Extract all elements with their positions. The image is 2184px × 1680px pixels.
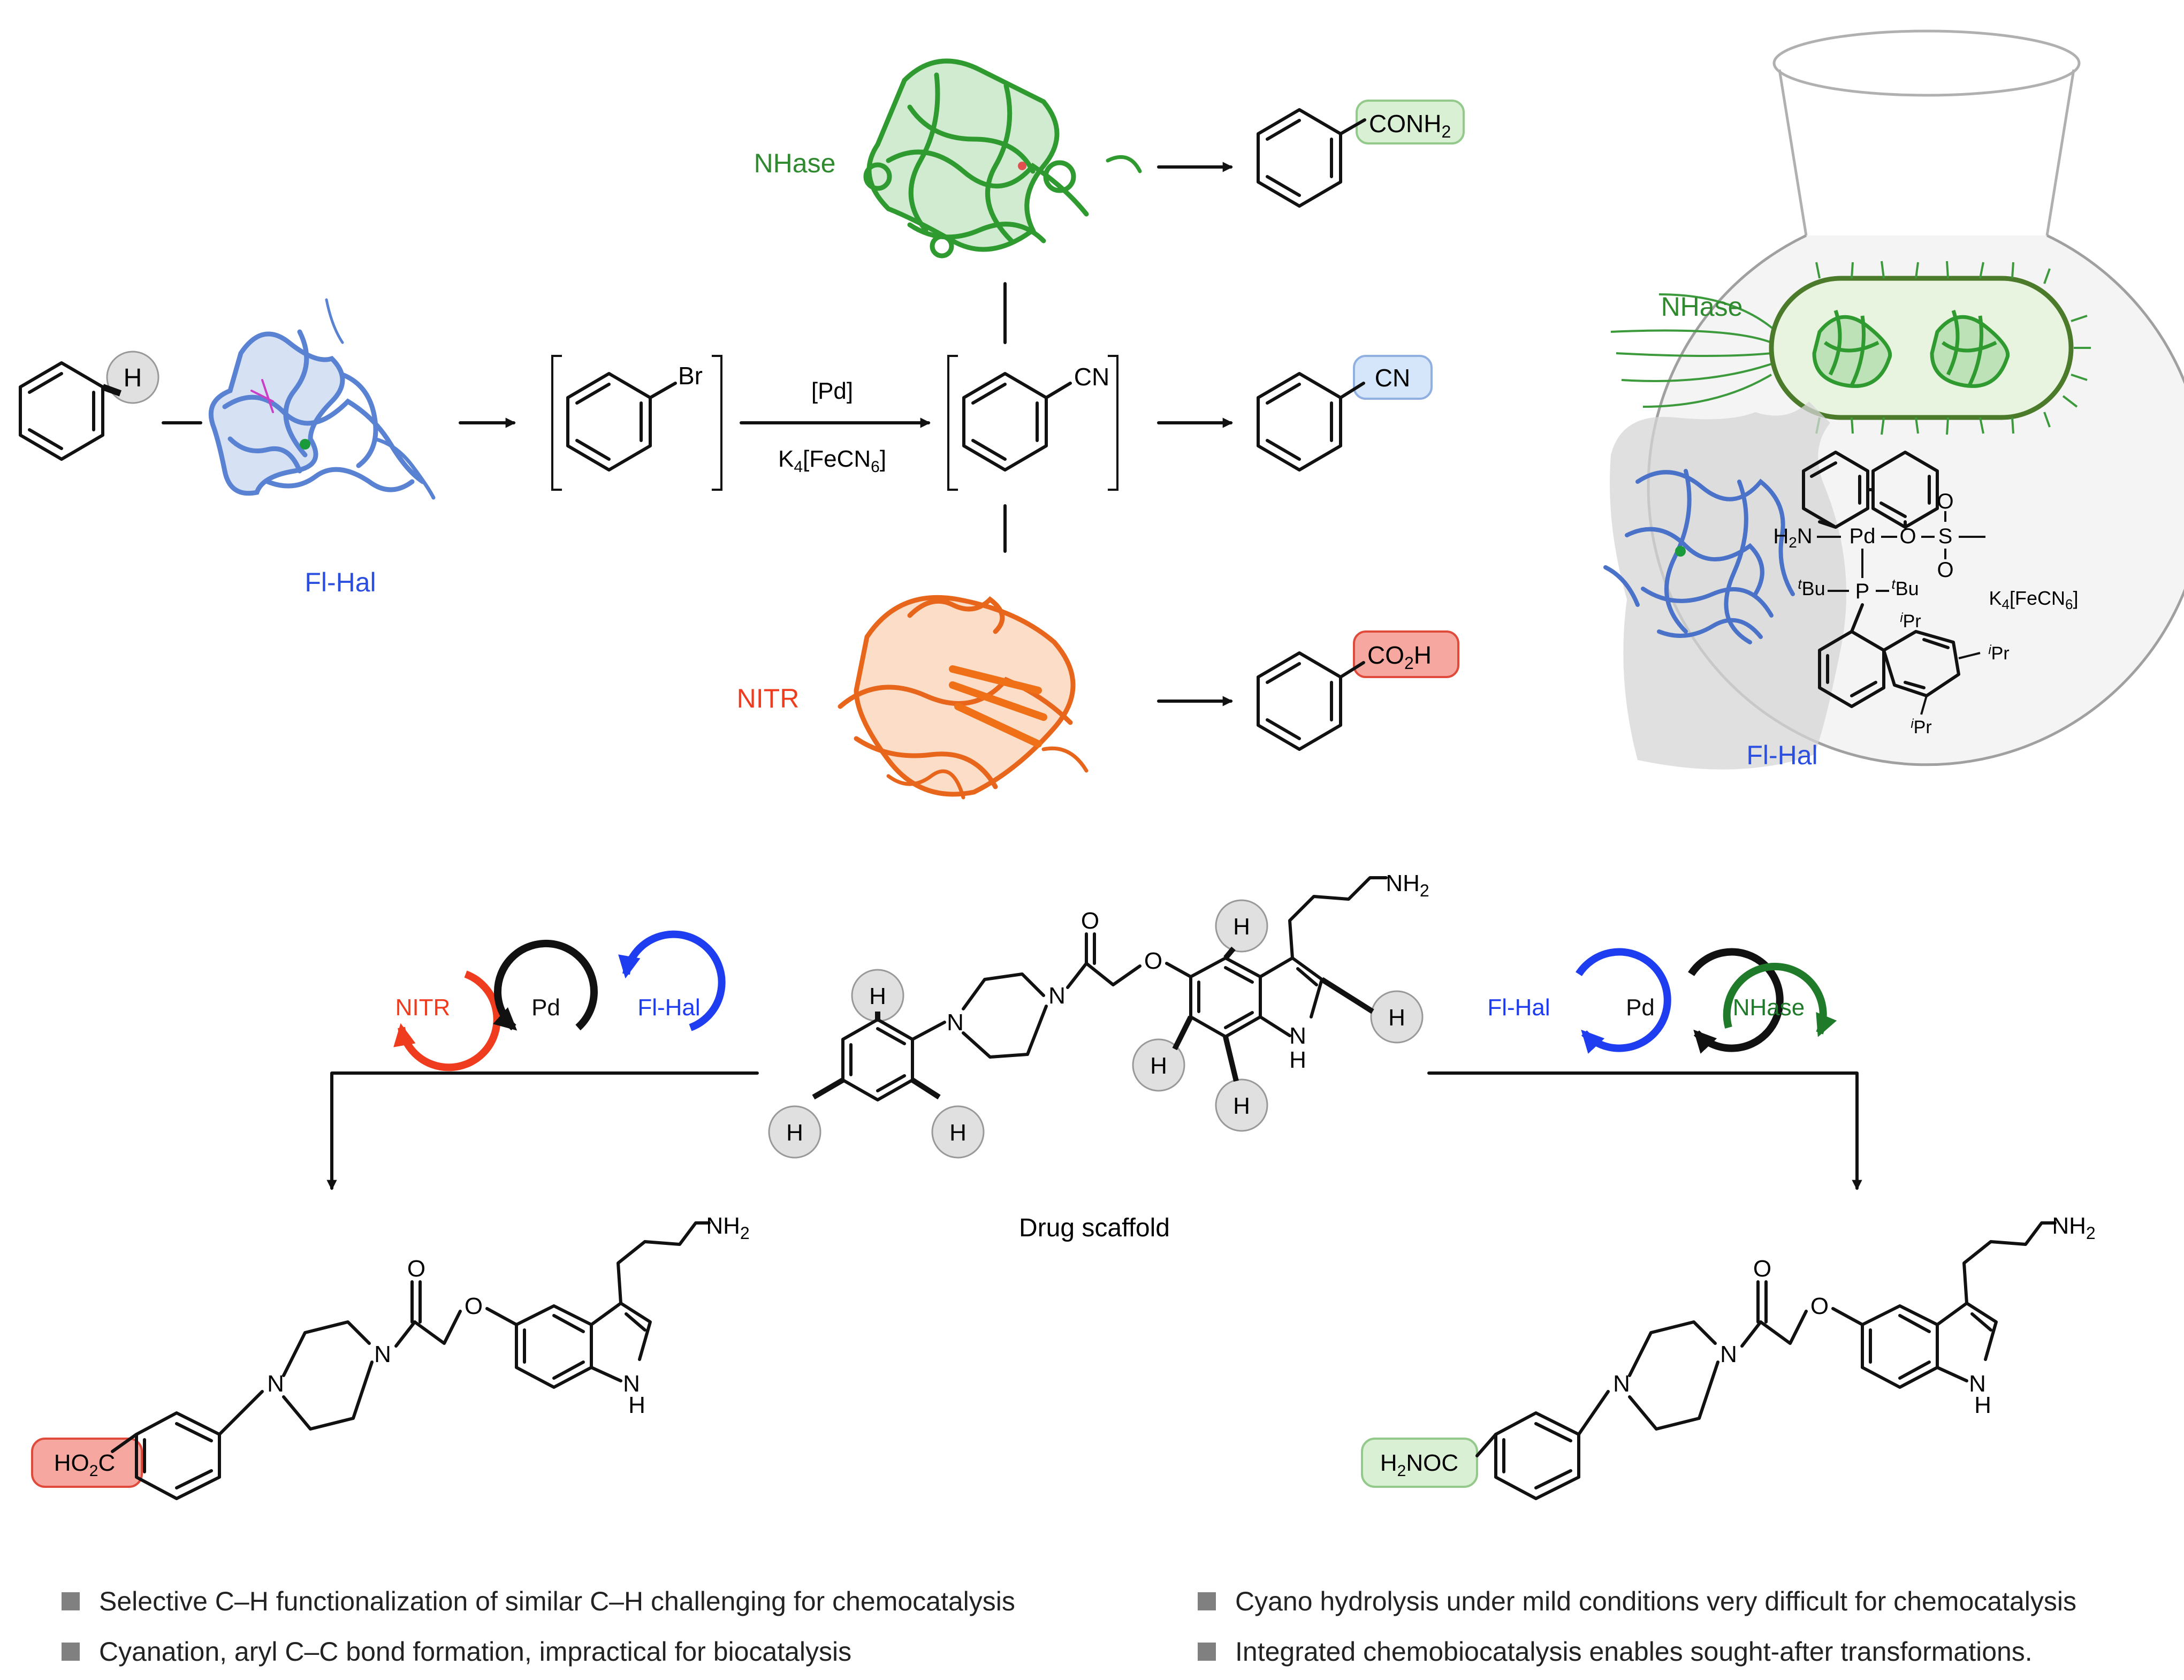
drug-scaffold-structure: H H H H H H H N N O O <box>768 870 1429 1159</box>
svg-text:N: N <box>374 1341 391 1367</box>
amide-tag <box>1356 100 1465 145</box>
svg-text:N: N <box>947 1009 964 1036</box>
svg-text:O: O <box>1937 490 1953 513</box>
right-cascade-step-3: NHase <box>1733 994 1805 1021</box>
svg-text:P: P <box>1855 580 1870 603</box>
right-cascade-step-1: Fl-Hal <box>1487 994 1550 1021</box>
svg-text:H: H <box>786 1120 803 1146</box>
svg-text:N: N <box>1720 1341 1737 1367</box>
svg-text:N: N <box>623 1371 640 1397</box>
svg-text:H: H <box>1150 1053 1167 1079</box>
amide-product-tag <box>1361 1438 1478 1488</box>
nitrile-label: CN <box>1074 363 1109 391</box>
svg-text:NH2: NH2 <box>2052 1213 2095 1243</box>
nhase-protein-icon <box>863 58 1142 259</box>
svg-text:NH2: NH2 <box>706 1213 749 1243</box>
svg-text:H: H <box>1233 914 1250 940</box>
svg-text:O: O <box>465 1293 483 1319</box>
nitr-protein-icon <box>838 595 1089 800</box>
benzamide-product: CONH2 <box>1257 100 1465 208</box>
nitrile-tag <box>1353 355 1433 400</box>
flask-nhase-label: NHase <box>1661 292 1743 322</box>
bromobenzene-structure: Br <box>551 355 722 491</box>
right-cascade: Fl-Hal Pd NHase <box>1487 948 1837 1054</box>
nitr-label: NITR <box>737 683 800 713</box>
drug-scaffold-caption: Drug scaffold <box>1019 1214 1170 1242</box>
flask-flhal-icon <box>1603 401 1846 770</box>
svg-text:O: O <box>407 1256 425 1282</box>
substrate-h-label: H <box>124 364 142 392</box>
cyanide-reagent-label: K4[FeCN6] <box>778 446 886 476</box>
left-product-structure: HO2C N N O O N H NH2 <box>31 1213 750 1500</box>
svg-text:N: N <box>1289 1023 1306 1049</box>
svg-text:H: H <box>869 983 886 1009</box>
benzene-substrate: H <box>19 351 159 461</box>
arrow-left-branch <box>326 1071 759 1190</box>
nhase-label: NHase <box>754 148 836 178</box>
svg-text:Pd: Pd <box>1850 524 1876 548</box>
svg-text:iPr: iPr <box>1911 717 1931 738</box>
svg-text:H: H <box>1289 1047 1306 1073</box>
flask-flhal-label: Fl-Hal <box>1746 740 1817 770</box>
svg-text:S: S <box>1938 524 1953 548</box>
flhal-label: Fl-Hal <box>305 567 376 597</box>
svg-text:O: O <box>1144 948 1162 974</box>
bacterium-icon <box>1610 261 2091 435</box>
flhal-protein-icon <box>208 298 436 500</box>
svg-text:N: N <box>1048 983 1066 1009</box>
svg-text:CONH2: CONH2 <box>1369 110 1451 141</box>
svg-text:O: O <box>1899 524 1916 548</box>
arrow-right-branch <box>1427 1071 1862 1190</box>
svg-text:H: H <box>1974 1392 1991 1418</box>
svg-text:N: N <box>1613 1371 1630 1397</box>
svg-text:O: O <box>1810 1293 1829 1319</box>
pd-precatalyst-structure: H2N Pd O S O O P tBu tBu iPr iPr iPr K4[… <box>1773 451 2079 738</box>
svg-text:NH2: NH2 <box>1386 870 1429 900</box>
svg-text:CO2H: CO2H <box>1367 641 1432 673</box>
left-cascade: NITR Pd Fl-Hal <box>393 930 726 1071</box>
benzonitrile-product: CN <box>1257 355 1433 472</box>
svg-text:tBu: tBu <box>1798 576 1825 599</box>
left-cascade-step-1: NITR <box>395 994 451 1021</box>
svg-text:iPr: iPr <box>1988 643 2009 664</box>
left-cascade-step-2: Pd <box>531 994 560 1021</box>
svg-text:H: H <box>1388 1005 1405 1031</box>
benzoic-acid-product: CO2H <box>1257 630 1459 751</box>
svg-text:tBu: tBu <box>1891 576 1919 599</box>
flask-cyanide-reagent: K4[FeCN6] <box>1989 587 2079 612</box>
svg-text:N: N <box>1969 1371 1986 1397</box>
svg-text:O: O <box>1937 558 1953 582</box>
right-product-structure: H2NOC N N O O N H NH2 <box>1361 1213 2096 1500</box>
left-cascade-step-3: Fl-Hal <box>637 994 700 1021</box>
svg-text:H: H <box>628 1392 645 1418</box>
pd-reagent-label: [Pd] <box>811 378 853 404</box>
svg-text:CN: CN <box>1375 364 1410 392</box>
svg-text:iPr: iPr <box>1900 611 1921 632</box>
svg-text:H2N: H2N <box>1773 524 1812 551</box>
svg-text:H: H <box>1233 1093 1250 1119</box>
svg-text:HO2C: HO2C <box>54 1450 115 1480</box>
svg-text:N: N <box>267 1371 284 1397</box>
right-cascade-step-2: Pd <box>1626 994 1655 1021</box>
svg-text:O: O <box>1081 908 1099 934</box>
acid-tag <box>1353 630 1459 678</box>
svg-text:H: H <box>949 1120 967 1146</box>
svg-text:O: O <box>1753 1256 1771 1282</box>
benzonitrile-structure: CN <box>947 355 1118 491</box>
bromine-label: Br <box>678 362 703 390</box>
svg-text:H2NOC: H2NOC <box>1380 1450 1458 1480</box>
